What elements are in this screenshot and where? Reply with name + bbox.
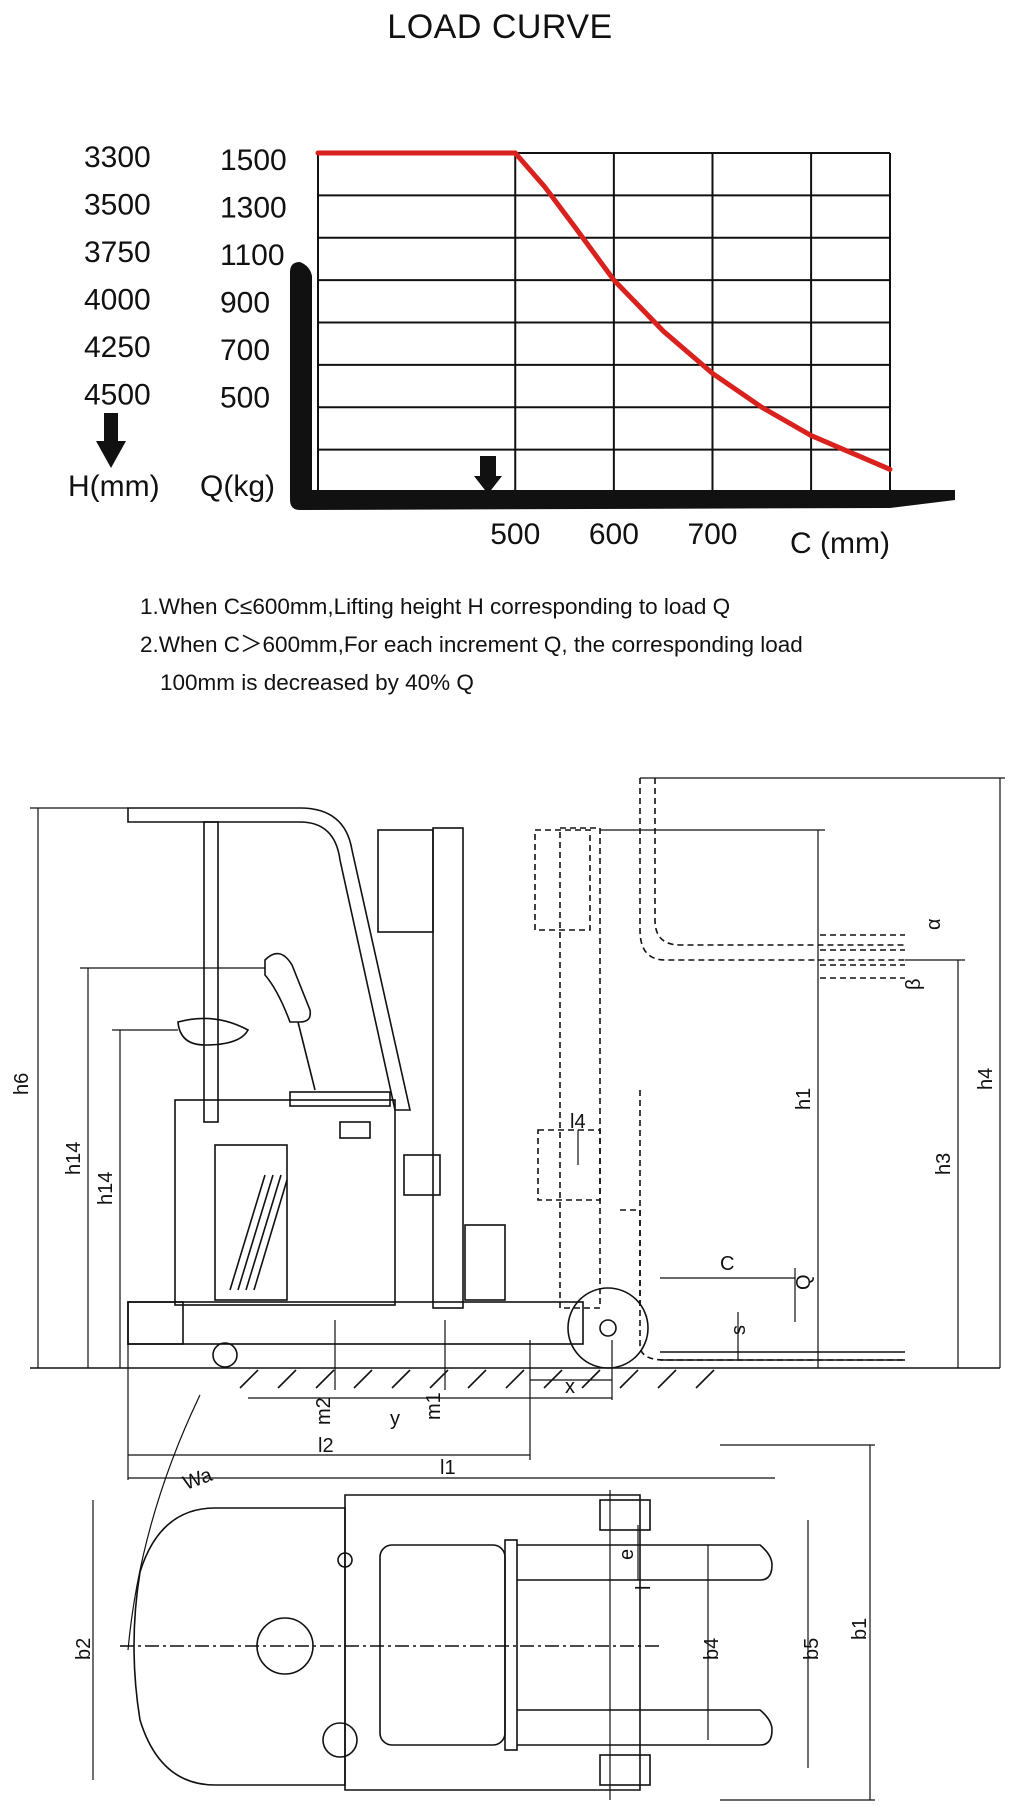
h-axis-label: H(mm)	[68, 470, 160, 503]
q-tick-label: 900	[220, 287, 270, 320]
svg-text:m2: m2	[313, 1397, 335, 1425]
svg-text:e: e	[616, 1549, 638, 1560]
dimension-lines	[30, 777, 1005, 1801]
rear-wheel	[212, 1342, 238, 1368]
h-tick-label: 4250	[84, 331, 151, 364]
q-axis-label: Q(kg)	[200, 470, 275, 503]
top-view	[120, 1394, 773, 1800]
load-center-arrow-head	[474, 476, 502, 494]
q-tick-label: 1300	[220, 192, 287, 225]
svg-text:b1: b1	[849, 1618, 871, 1640]
mast-rail	[432, 827, 464, 1309]
chart-title: LOAD CURVE	[387, 8, 613, 46]
control-handle	[264, 952, 312, 1023]
svg-text:l2: l2	[318, 1435, 334, 1457]
svg-text:h14: h14	[63, 1142, 85, 1175]
dimension-labels: h6 h14 h14 h1 h3 h4 α β l4 C Q s m2 m1 x…	[11, 918, 997, 1660]
mast-top	[379, 1544, 506, 1746]
step	[127, 1301, 184, 1345]
load-curve-chart: 1500 1300 1100 900 700 500 3300 3500 3750 4000 42…	[68, 141, 955, 560]
truck-body	[174, 1099, 396, 1306]
svg-text:β: β	[903, 978, 925, 990]
guard-post	[203, 821, 219, 1123]
load-notes: 1.When C≤600mm,Lifting height H correspo…	[140, 588, 803, 702]
svg-text:h6: h6	[11, 1073, 33, 1095]
body-top-panel	[289, 1091, 391, 1107]
svg-text:s: s	[728, 1325, 750, 1335]
svg-text:y: y	[390, 1408, 400, 1430]
x-tick-label: 700	[687, 518, 737, 551]
load-curve-line	[315, 150, 893, 472]
svg-text:b5: b5	[801, 1638, 823, 1660]
q-tick-label: 500	[220, 382, 270, 415]
svg-text:C: C	[720, 1253, 734, 1275]
truck-dimension-drawing: h6 h14 h14 h1 h3 h4 α β l4 C Q s m2 m1 x…	[11, 777, 1005, 1801]
svg-text:Wa: Wa	[180, 1464, 216, 1495]
fork-left-top	[517, 1544, 773, 1581]
vent-panel	[214, 1144, 288, 1301]
display-box	[339, 1121, 371, 1139]
fork-right-top	[517, 1709, 773, 1746]
svg-text:x: x	[565, 1376, 575, 1398]
svg-text:α: α	[923, 918, 945, 930]
h-tick-label: 4000	[84, 284, 151, 317]
mast-carriage	[403, 1154, 441, 1196]
right-outrigger-wheel	[599, 1754, 651, 1786]
ground-hatching	[239, 1369, 715, 1389]
h-tick-label: 3300	[84, 141, 151, 174]
h-tick-label: 4500	[84, 379, 151, 412]
h-tick-label: 3750	[84, 236, 151, 269]
q-tick-label: 1100	[220, 239, 285, 272]
fork-silhouette	[290, 262, 955, 510]
h-tick-label: 3500	[84, 189, 151, 222]
left-outrigger-wheel	[599, 1499, 651, 1531]
svg-text:b2: b2	[73, 1638, 95, 1660]
svg-text:h14: h14	[95, 1172, 117, 1205]
q-tick-label: 1500	[220, 144, 287, 177]
c-axis-label: C (mm)	[790, 527, 890, 560]
svg-text:l1: l1	[440, 1457, 456, 1479]
x-tick-label: 500	[490, 518, 540, 551]
svg-text:Q: Q	[793, 1274, 815, 1290]
fork-shank	[290, 262, 312, 492]
svg-text:l4: l4	[570, 1111, 586, 1133]
svg-text:h3: h3	[933, 1153, 955, 1175]
mast-bracket-lower	[464, 1224, 506, 1301]
overhead-guard	[127, 807, 411, 1111]
vent-slots	[229, 1174, 288, 1291]
svg-text:m1: m1	[423, 1392, 445, 1420]
top-view-chassis	[344, 1494, 641, 1791]
front-wheel	[567, 1287, 649, 1369]
h-down-arrow	[96, 413, 126, 468]
svg-text:b4: b4	[701, 1638, 723, 1660]
load-center-arrow-shaft	[480, 456, 496, 478]
q-tick-label: 700	[220, 334, 270, 367]
svg-text:h1: h1	[793, 1088, 815, 1110]
chassis	[127, 1301, 584, 1345]
note-1: 1.When C≤600mm,Lifting height H correspo…	[140, 594, 731, 619]
carriage-plate	[504, 1539, 518, 1751]
top-view-rear	[133, 1507, 346, 1786]
steering-tiller	[177, 1017, 250, 1046]
svg-text:l: l	[633, 1586, 655, 1590]
note-2: 2.When C＞600mm,For each increment Q, the…	[140, 632, 803, 657]
mast-top-bracket	[377, 829, 434, 933]
chart-grid	[317, 152, 891, 492]
svg-text:h4: h4	[975, 1068, 997, 1090]
x-tick-label: 600	[589, 518, 639, 551]
raised-carriage-dashed	[534, 778, 905, 1361]
turning-radius-arc	[127, 1394, 201, 1651]
note-3: 100mm is decreased by 40% Q	[160, 670, 474, 695]
fork-blade	[290, 490, 955, 510]
